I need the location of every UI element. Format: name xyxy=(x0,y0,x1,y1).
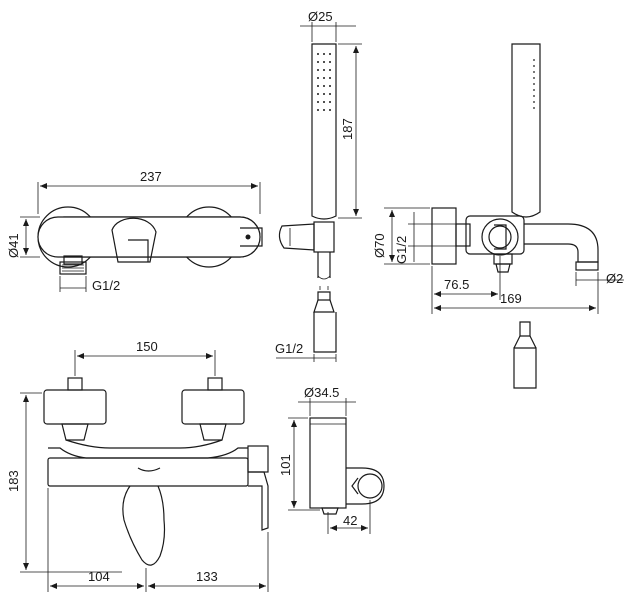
label-d2-partial: Ø2 xyxy=(606,271,623,286)
label-42: 42 xyxy=(343,513,357,528)
label-150: 150 xyxy=(136,339,158,354)
mixer-top-view xyxy=(43,377,269,566)
dim-d70: Ø70 xyxy=(372,207,430,265)
label-d41: Ø41 xyxy=(6,233,21,258)
label-g12-side: G1/2 xyxy=(394,236,409,264)
label-d70: Ø70 xyxy=(372,233,387,258)
dim-150: 150 xyxy=(74,339,216,376)
label-g12-front: G1/2 xyxy=(92,278,120,293)
dim-g12-front: G1/2 xyxy=(59,276,120,293)
label-d34-5: Ø34.5 xyxy=(304,385,339,400)
label-104: 104 xyxy=(88,569,110,584)
label-133: 133 xyxy=(196,569,218,584)
dim-133: 133 xyxy=(148,532,269,592)
label-76-5: 76.5 xyxy=(444,277,469,292)
shower-holder xyxy=(278,221,335,280)
label-183: 183 xyxy=(6,470,21,492)
dim-d25: Ø25 xyxy=(300,9,356,42)
holder-detail-view xyxy=(309,417,385,515)
dim-104: 104 xyxy=(47,488,147,592)
dim-d41: Ø41 xyxy=(6,216,40,258)
label-187: 187 xyxy=(340,118,355,140)
dim-g12-hose: G1/2 xyxy=(275,341,337,362)
hand-shower xyxy=(311,43,337,220)
label-g12-hose: G1/2 xyxy=(275,341,303,356)
dim-g12-side: G1/2 xyxy=(394,212,456,264)
dim-183: 183 xyxy=(6,392,122,573)
mixer-side-view xyxy=(431,43,599,389)
dim-169: 169 xyxy=(431,272,599,314)
dim-187: 187 xyxy=(338,43,362,219)
dim-101: 101 xyxy=(278,417,320,511)
dim-42: 42 xyxy=(327,500,371,534)
dim-76-5: 76.5 xyxy=(431,256,501,300)
mixer-front-view xyxy=(37,206,263,275)
label-169: 169 xyxy=(500,291,522,306)
label-237: 237 xyxy=(140,169,162,184)
shower-nozzles xyxy=(317,53,331,111)
hose-connector xyxy=(313,286,337,353)
label-d25: Ø25 xyxy=(308,9,333,24)
dim-237: 237 xyxy=(37,169,261,214)
label-101: 101 xyxy=(278,454,293,476)
dim-d2-partial: Ø2 xyxy=(575,271,624,286)
dim-d34-5: Ø34.5 xyxy=(298,385,356,416)
